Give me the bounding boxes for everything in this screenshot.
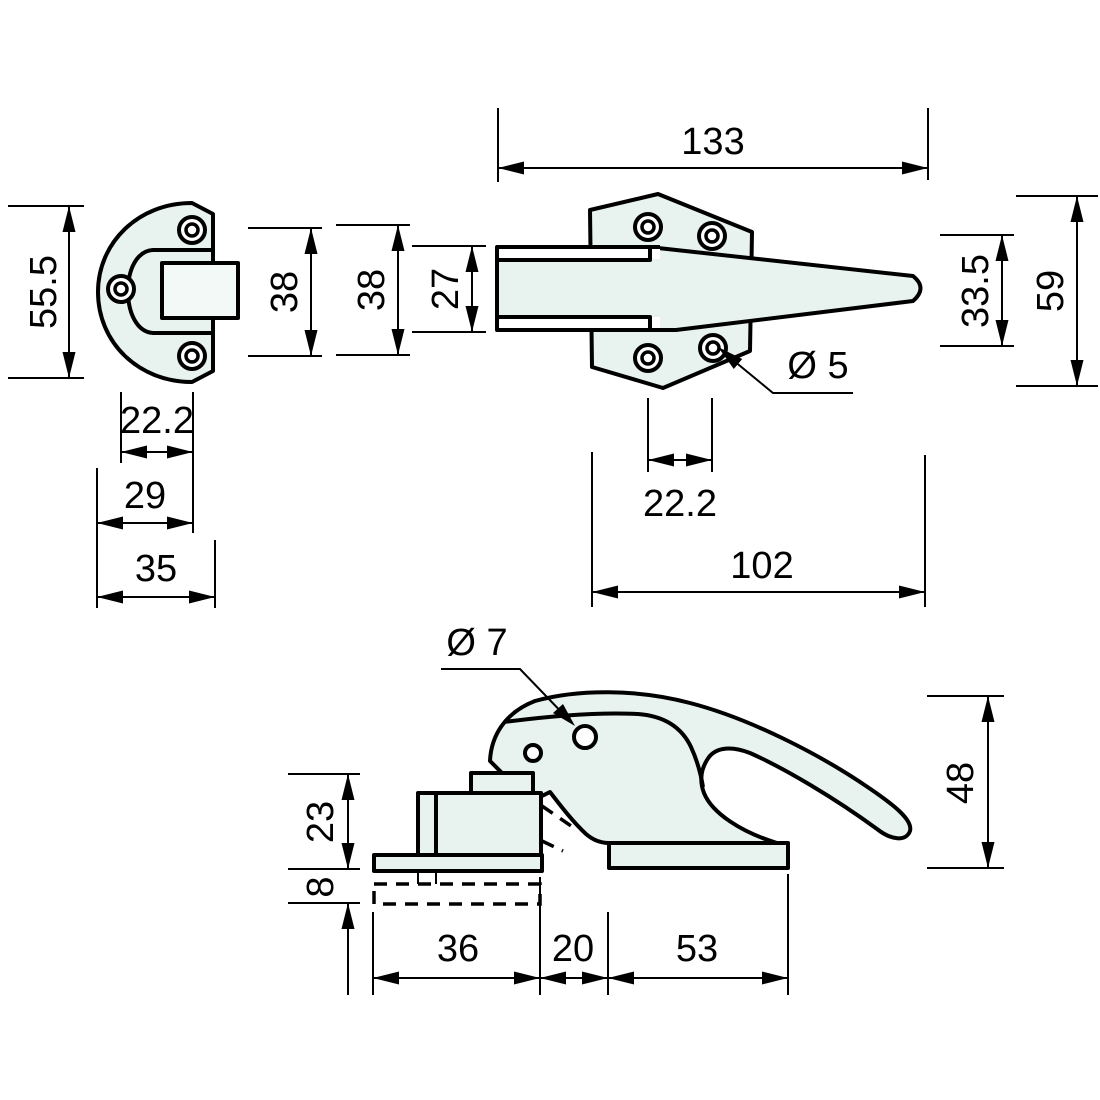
latch-top-view: 133 38 27 33.5 bbox=[336, 108, 1098, 607]
hidden-tongue-edge bbox=[541, 804, 578, 832]
dim-label: 29 bbox=[124, 475, 166, 517]
keeper-base-flange bbox=[372, 853, 544, 873]
keeper-plate-outline bbox=[96, 201, 215, 384]
dim-right-hole-spacing: 33.5 bbox=[940, 234, 1014, 347]
callout-pivot-hole-dia: Ø 7 bbox=[441, 622, 575, 726]
dim-label: 133 bbox=[681, 121, 744, 163]
latch-screw-hole bbox=[704, 228, 720, 244]
dim-label: 38 bbox=[264, 271, 306, 313]
dim-plate-height: 59 bbox=[1016, 195, 1098, 387]
latch-screw-hole bbox=[705, 340, 721, 356]
handle-channel-lines bbox=[495, 245, 677, 332]
dim-keeper-width: 35 bbox=[97, 540, 216, 608]
dim-keeper-hole-spacing-h: 22.2 bbox=[120, 392, 194, 533]
keeper-strike-box bbox=[160, 261, 240, 320]
dim-label: 35 bbox=[135, 548, 177, 590]
dim-label: 27 bbox=[425, 268, 467, 310]
pivot-hole bbox=[572, 724, 598, 750]
dim-keeper-width-to-holes: 29 bbox=[96, 468, 193, 608]
dim-recess-depth: 8 bbox=[288, 876, 360, 995]
latch-screw-hole bbox=[640, 219, 656, 235]
dim-label: 48 bbox=[940, 762, 982, 804]
dim-label: 53 bbox=[676, 928, 718, 970]
dim-keeper-block-height: 23 bbox=[288, 773, 360, 870]
latch-side-view: Ø 7 23 8 bbox=[288, 622, 1004, 995]
dim-handle-height: 48 bbox=[927, 695, 1004, 869]
dim-label: 38 bbox=[351, 269, 393, 311]
dim-keeper-hole-spacing-v: 38 bbox=[248, 227, 322, 357]
keeper-screw-hole bbox=[184, 222, 200, 238]
dim-label: Ø 5 bbox=[787, 345, 848, 387]
dim-keeper-height: 55.5 bbox=[8, 205, 84, 379]
small-hole bbox=[523, 743, 543, 763]
latch-tongue-fill bbox=[658, 248, 921, 330]
latch-tongue-edge bbox=[657, 246, 923, 332]
dim-label: 33.5 bbox=[955, 254, 997, 328]
dim-latch-hole-spacing-v: 38 bbox=[336, 224, 410, 356]
dim-label: 59 bbox=[1030, 270, 1072, 312]
dim-body-length: 102 bbox=[591, 452, 926, 607]
dim-label: 22.2 bbox=[120, 400, 194, 442]
dim-label: 102 bbox=[730, 545, 793, 587]
keeper-screw-hole bbox=[184, 348, 200, 364]
dim-label: 55.5 bbox=[23, 255, 65, 329]
hidden-tongue-edge bbox=[541, 839, 564, 853]
keeper-strike-box-side bbox=[469, 771, 535, 795]
dim-label: 36 bbox=[437, 928, 479, 970]
keeper-screw-hole bbox=[113, 281, 129, 297]
handle-base-plate bbox=[607, 841, 790, 870]
dim-latch-hole-spacing-h: 22.2 bbox=[643, 398, 717, 525]
dim-label: 20 bbox=[552, 928, 594, 970]
handle-channel-band bbox=[497, 259, 660, 317]
dim-label: Ø 7 bbox=[446, 622, 507, 664]
recess-hidden-outline bbox=[372, 882, 542, 906]
dim-handle-thickness: 27 bbox=[412, 245, 486, 333]
dim-label: 8 bbox=[300, 876, 342, 897]
dim-chain-bottom: 36 20 53 bbox=[372, 874, 789, 995]
dim-label: 23 bbox=[300, 801, 342, 843]
callout-screw-hole-dia: Ø 5 bbox=[718, 345, 853, 394]
keeper-front-view: 55.5 38 22.2 29 bbox=[8, 201, 322, 608]
latch-screw-hole bbox=[640, 350, 656, 366]
dim-label: 22.2 bbox=[643, 483, 717, 525]
dim-latch-length: 133 bbox=[497, 108, 929, 182]
